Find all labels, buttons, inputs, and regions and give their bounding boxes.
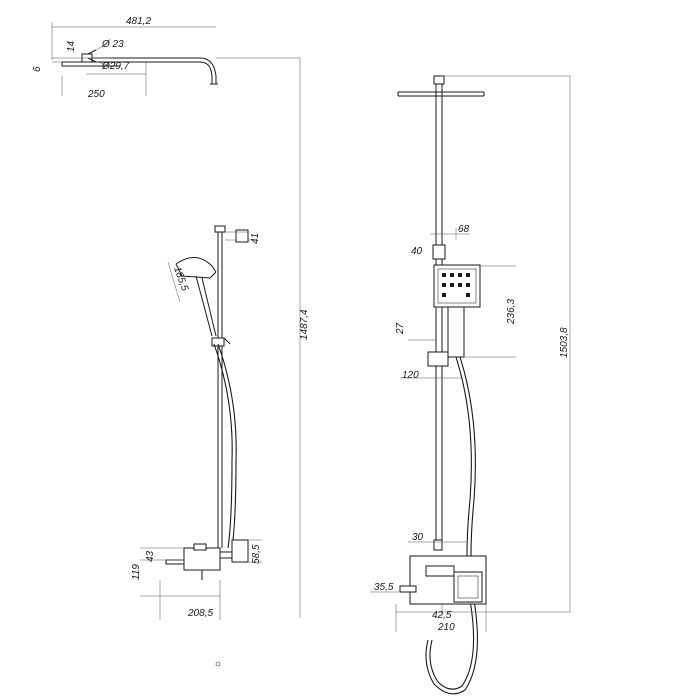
side-overhead-shower [51, 22, 218, 96]
label-front-total-height: 1503,8 [559, 327, 570, 358]
label-total-height: 1487,4 [299, 309, 310, 340]
front-view [370, 75, 571, 695]
label-head-thickness: 14 [66, 40, 77, 52]
side-mixer [140, 539, 262, 620]
front-hand-shower [433, 264, 516, 358]
side-view [51, 22, 301, 667]
label-head-offset: 6 [32, 66, 43, 72]
side-riser-pipe [211, 225, 258, 548]
label-bracket-width: 30 [412, 532, 424, 543]
side-dimension-labels: 481,2 14 Ø 23 Ø29,7 6 250 41 185,5 1487,… [32, 16, 310, 619]
label-handle-offset: 42,5 [432, 610, 452, 621]
label-holder-width: 68 [458, 224, 470, 235]
label-head-width: 250 [87, 89, 105, 100]
label-front-hand-shower-length: 236,3 [506, 299, 517, 325]
label-mixer-depth: 58,5 [251, 544, 262, 564]
label-arm-diameter: Ø 23 [101, 39, 124, 50]
label-tube-diameter: Ø29,7 [101, 61, 130, 72]
front-dimension-labels: 68 40 236,3 27 120 1503,8 30 35,5 42,5 2… [374, 224, 570, 633]
front-mixer [370, 555, 570, 632]
front-overhead-shower [397, 75, 570, 97]
side-hand-shower [167, 257, 217, 337]
label-slider-height: 27 [395, 322, 406, 335]
label-mixer-height: 119 [131, 564, 142, 580]
label-hand-shower-length: 185,5 [171, 265, 190, 293]
label-outlet-height: 43 [145, 550, 156, 562]
label-spout-length: 35,5 [374, 582, 394, 593]
label-mixer-width: 210 [437, 622, 455, 633]
label-holder-height: 40 [411, 246, 423, 257]
label-head-reach: 481,2 [126, 16, 151, 27]
label-wall-distance: 208,5 [187, 608, 213, 619]
front-riser-pipe [400, 84, 470, 551]
label-slider-width: 120 [402, 370, 419, 381]
label-hand-shower-width: 41 [250, 233, 261, 244]
